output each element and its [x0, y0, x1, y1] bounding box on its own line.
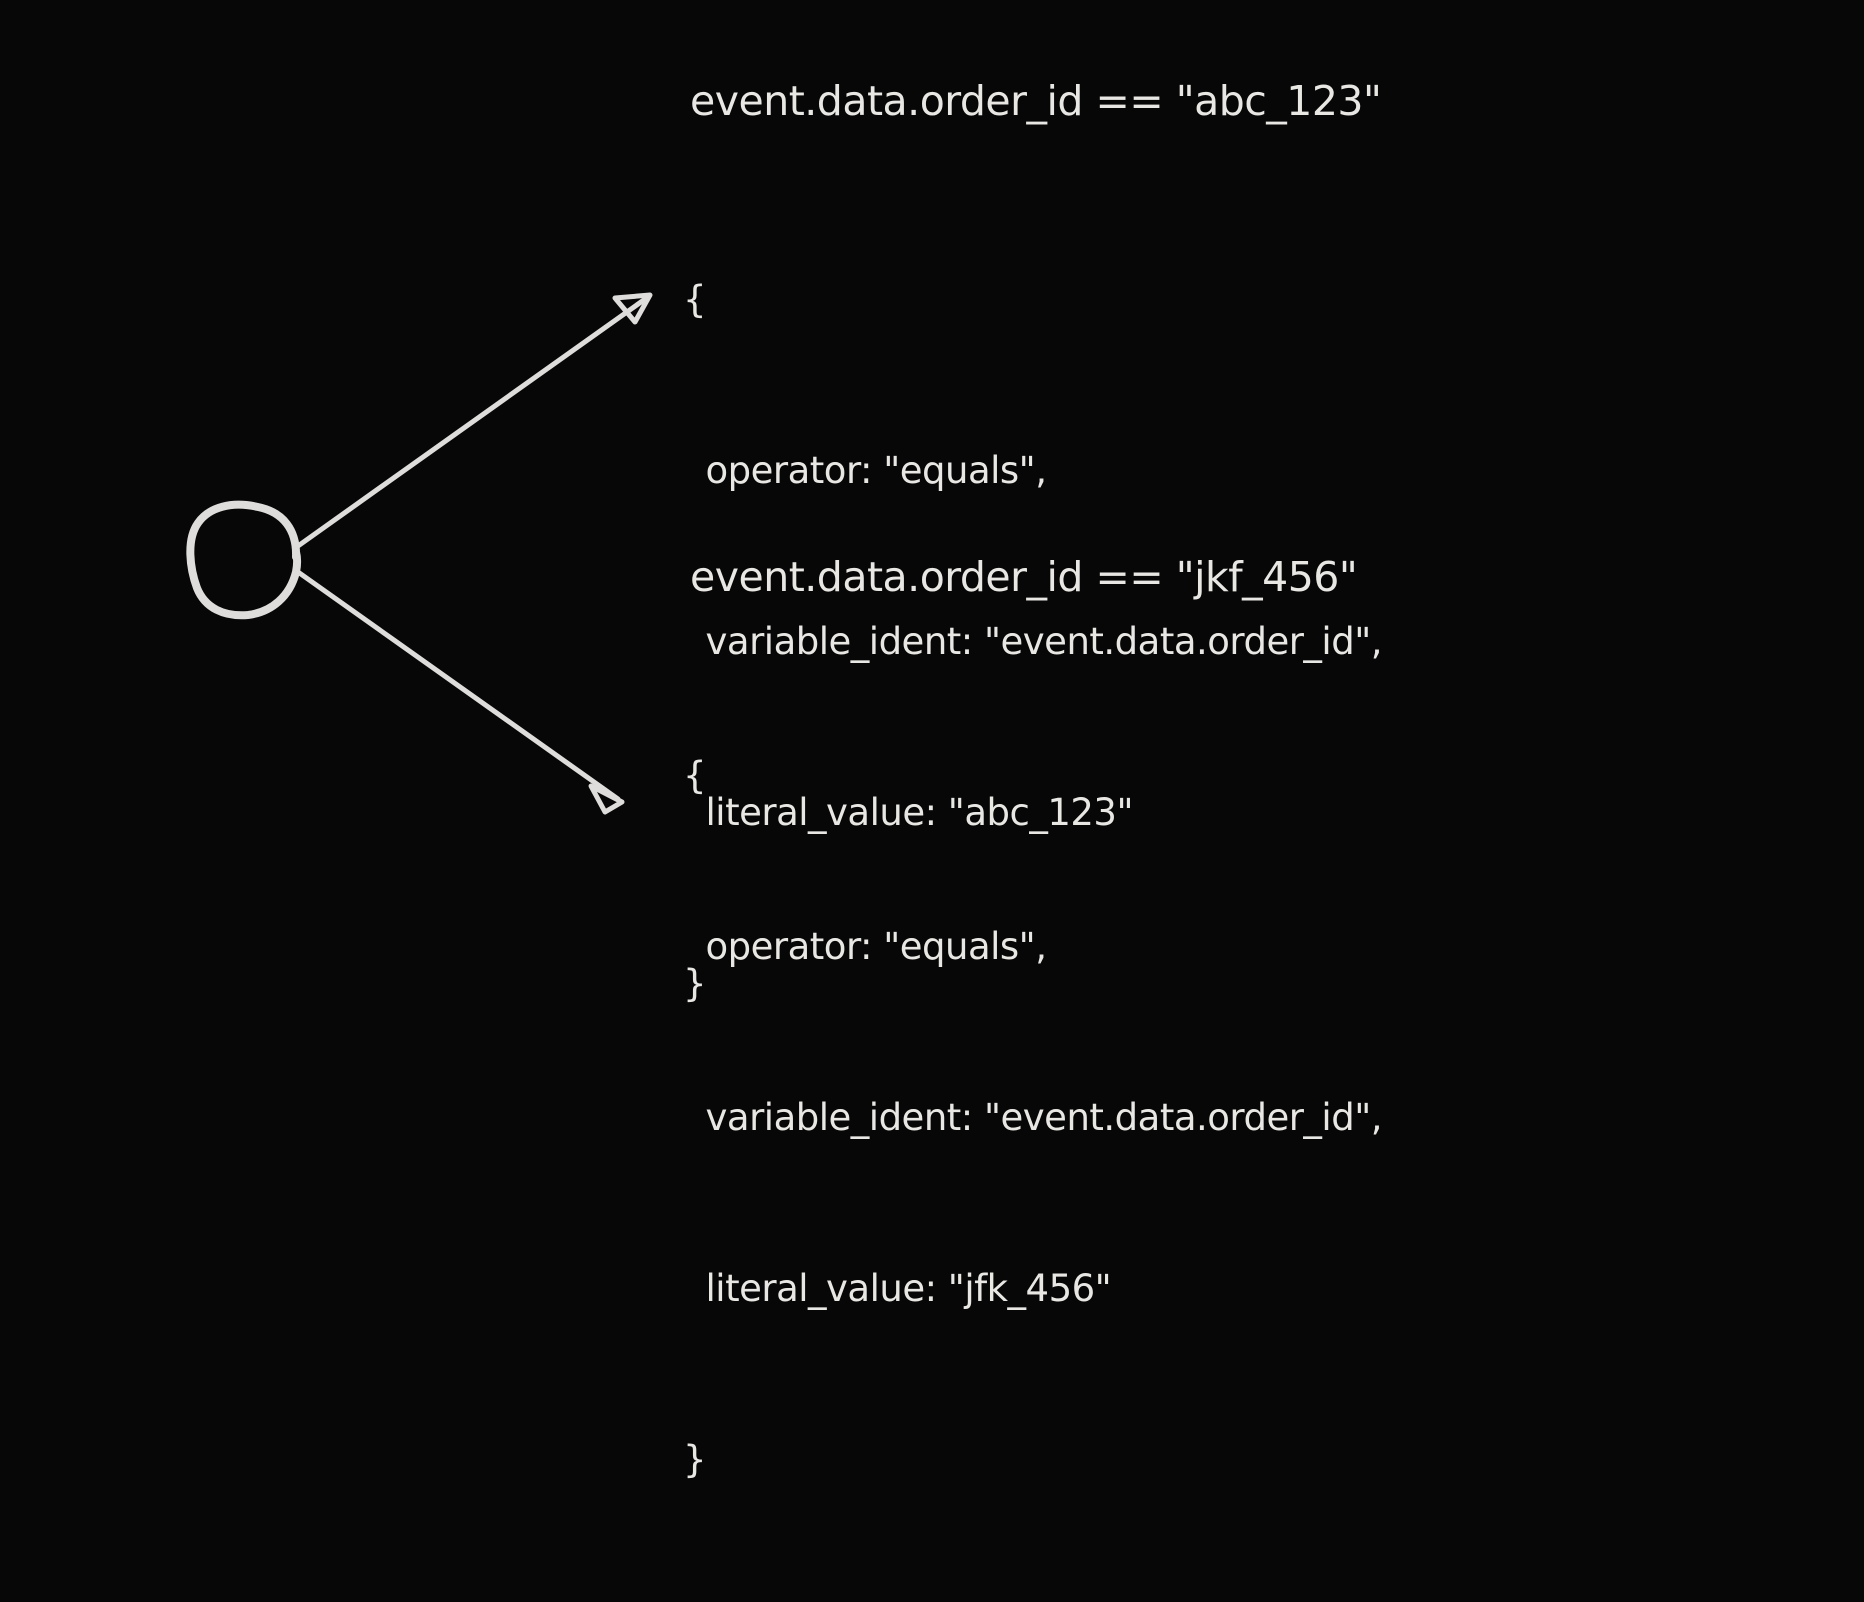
- code-line: literal_value: "abc_123": [683, 791, 1134, 834]
- code-line: }: [683, 962, 707, 1005]
- edge-line-1: [295, 294, 651, 549]
- code-line: literal_value: "jfk_456": [683, 1267, 1112, 1310]
- edge-to-branch-1[interactable]: [295, 292, 653, 549]
- code-line: variable_ident: "event.data.order_id",: [683, 1096, 1383, 1139]
- branch-1-heading[interactable]: event.data.order_id == "abc_123": [690, 77, 1382, 125]
- branch-1-code-block[interactable]: { operator: "equals", variable_ident: "e…: [683, 157, 1382, 1126]
- code-line: {: [683, 754, 707, 797]
- node-ellipse-outline: [186, 500, 302, 620]
- arrowhead-1-icon: [612, 292, 653, 325]
- code-line: }: [683, 1438, 707, 1481]
- drawing-canvas[interactable]: event.data.order_id == "abc_123" { opera…: [0, 0, 1864, 1481]
- edge-to-branch-2[interactable]: [295, 569, 625, 815]
- condition-node[interactable]: [186, 500, 302, 620]
- branch-2-heading[interactable]: event.data.order_id == "jkf_456": [690, 553, 1358, 601]
- branch-2-code-block[interactable]: { operator: "equals", variable_ident: "e…: [683, 633, 1382, 1602]
- code-line: variable_ident: "event.data.order_id",: [683, 620, 1383, 663]
- code-line: operator: "equals",: [683, 925, 1047, 968]
- code-line: {: [683, 278, 707, 321]
- code-line: operator: "equals",: [683, 449, 1047, 492]
- arrowhead-2-icon: [588, 783, 625, 815]
- edge-line-2: [295, 569, 621, 802]
